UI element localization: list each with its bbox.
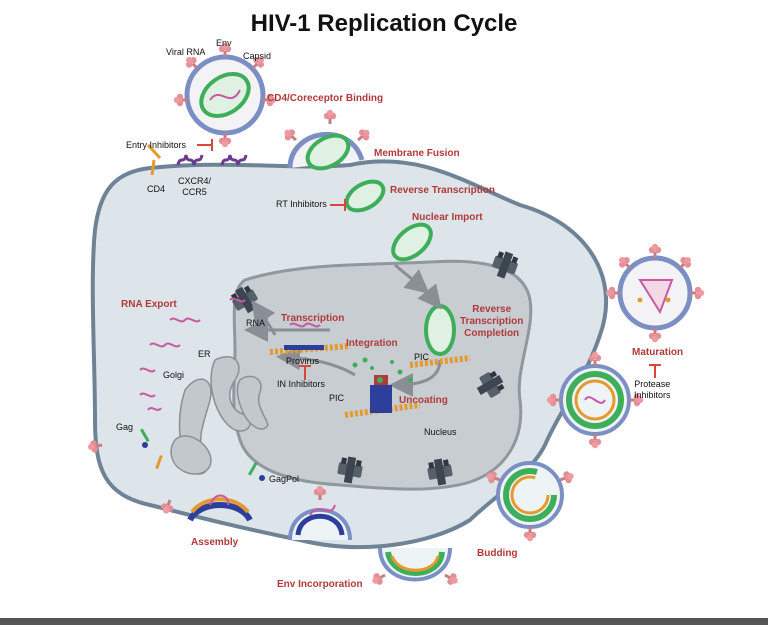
step-rt-completion-line2: Transcription xyxy=(460,316,524,327)
step-env-incorporation: Env Incorporation xyxy=(277,579,363,590)
label-capsid: Capsid xyxy=(243,51,272,61)
virion-top xyxy=(173,42,277,148)
cd4-receptor xyxy=(146,143,162,176)
label-entry-inhibitors: Entry Inhibitors xyxy=(126,140,187,150)
nucleotides xyxy=(352,357,413,383)
label-pic-2: PIC xyxy=(329,393,345,403)
label-golgi: Golgi xyxy=(163,370,185,380)
label-rna: RNA xyxy=(246,318,266,328)
label-protease: Protease xyxy=(634,379,671,389)
label-gagpol: GagPol xyxy=(269,474,300,484)
step-transcription: Transcription xyxy=(281,313,345,324)
er-golgi xyxy=(170,356,269,475)
capsid-import xyxy=(391,222,433,262)
label-gag: Gag xyxy=(116,422,134,432)
budding-virion-3 xyxy=(484,461,576,542)
mature-virion xyxy=(605,243,705,343)
immature-virion xyxy=(546,351,644,449)
budding-virion-1 xyxy=(288,485,352,541)
step-rt-completion-line3: Completion xyxy=(464,328,520,339)
label-inhibitors: Inhibitors xyxy=(634,390,671,400)
label-env: Env xyxy=(216,38,232,48)
step-uncoating: Uncoating xyxy=(399,395,448,406)
label-er: ER xyxy=(198,349,211,359)
capsid-rt xyxy=(344,179,386,213)
label-in-inhibitors: IN Inhibitors xyxy=(277,379,326,389)
virion-fusion xyxy=(281,109,373,171)
inhibitor-markers xyxy=(197,139,661,380)
step-maturation: Maturation xyxy=(632,347,684,358)
page-title: HIV-1 Replication Cycle xyxy=(250,10,518,37)
step-rt-completion: Reverse Transcription Completion xyxy=(460,304,523,340)
cytoplasmic-rna xyxy=(139,297,321,411)
label-viral-rna: Viral RNA xyxy=(166,47,206,57)
step-budding: Budding xyxy=(477,548,518,559)
step-assembly: Assembly xyxy=(191,537,239,548)
step-membrane-fusion: Membrane Fusion xyxy=(374,148,460,159)
label-ccr5: CCR5 xyxy=(182,187,207,197)
assembly-site xyxy=(187,494,253,522)
step-rt-completion-line1: Reverse xyxy=(472,304,512,315)
step-nuclear-import: Nuclear Import xyxy=(412,212,483,223)
label-cxcr4-ccr5: CXCR4/ CCR5 xyxy=(178,176,211,198)
step-cd4-binding: CD4/Coreceptor Binding xyxy=(267,93,384,104)
label-rt-inhibitors: RT Inhibitors xyxy=(276,199,327,209)
gag-molecules xyxy=(140,428,265,481)
label-nucleus: Nucleus xyxy=(424,427,457,437)
step-reverse-transcription: Reverse Transcription xyxy=(390,185,496,196)
step-integration: Integration xyxy=(346,338,398,349)
integration-complex xyxy=(370,375,392,413)
label-provirus: Provirus xyxy=(286,356,320,366)
label-pic-1: PIC xyxy=(414,352,430,362)
label-cxcr4: CXCR4/ xyxy=(178,176,212,186)
pathway-arrows xyxy=(244,263,442,397)
cxcr4-ccr5-receptor xyxy=(176,154,248,166)
step-rna-export: RNA Export xyxy=(121,299,177,310)
label-cd4: CD4 xyxy=(147,184,166,194)
bottom-bar xyxy=(0,618,768,625)
capsid-rtc xyxy=(424,304,456,356)
label-protease-inhibitors: Protease Inhibitors xyxy=(634,379,671,401)
budding-virion-2 xyxy=(369,547,461,588)
